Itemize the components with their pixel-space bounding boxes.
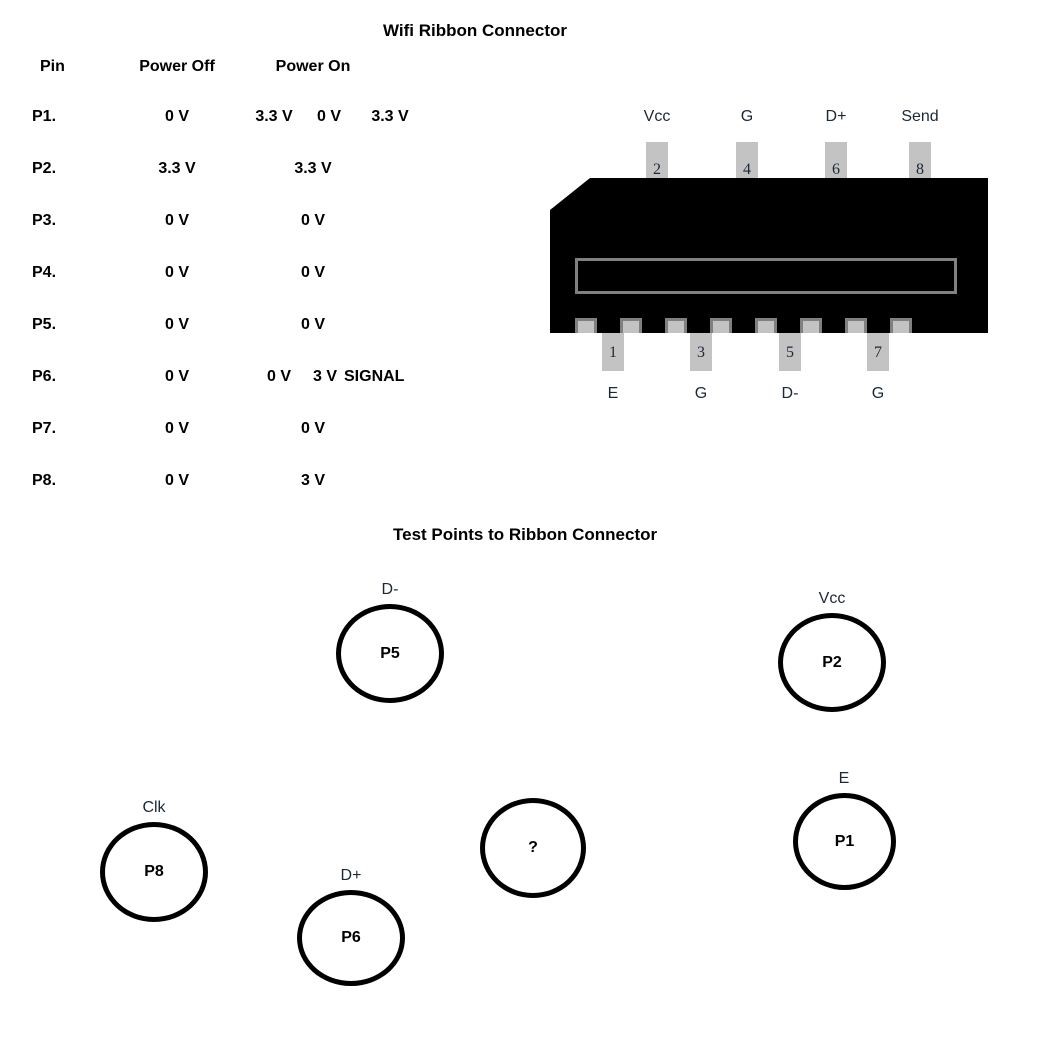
column-header-power-off: Power Off (139, 58, 215, 75)
test-point-label-p6: D+ (340, 867, 362, 884)
pin-tab-7: 7 (867, 325, 889, 371)
contact-tab-5 (755, 318, 777, 333)
test-point-name-p8: P8 (144, 863, 164, 880)
cell-power-off: 0 V (164, 420, 189, 437)
test-point-name-p6: P6 (341, 929, 361, 946)
test-point-label-p8: Clk (142, 799, 166, 816)
test-point-circle-p6[interactable]: P6 (297, 890, 405, 986)
cell-power-off: 0 V (164, 316, 189, 333)
cell-pin: P1. (32, 108, 57, 125)
pin-tab-8: 8 (909, 142, 931, 186)
test-point-circle-p1[interactable]: P1 (793, 793, 896, 890)
cell-power-off: 0 V (164, 472, 189, 489)
contact-tab-4 (710, 318, 732, 333)
pin-label-5: D- (781, 385, 799, 402)
cell-power-on: 0 V (300, 316, 325, 333)
pin-label-4: G (740, 108, 754, 125)
cell-power-off: 3.3 V (158, 160, 196, 177)
table-header-row: Pin Power Off Power On (32, 58, 492, 108)
cell-pin: P5. (32, 316, 57, 333)
cell-pin: P6. (32, 368, 57, 385)
table-row: P7. 0 V 0 V (32, 420, 492, 472)
cell-power-on: 0 V (300, 264, 325, 281)
cell-power-on: 3.3 V (255, 108, 293, 125)
cell-power-on: 3 V (300, 472, 325, 489)
connector-slot-outline (575, 258, 957, 294)
contact-tab-1 (575, 318, 597, 333)
pin-label-3: G (694, 385, 708, 402)
test-point-circle-p5[interactable]: P5 (336, 604, 444, 703)
table-row: P5. 0 V 0 V (32, 316, 492, 368)
pin-label-1: E (607, 385, 619, 402)
table-row: P1. 0 V 3.3 V 0 V 3.3 V (32, 108, 492, 160)
table-row: P6. 0 V 0 V 3 V SIGNAL (32, 368, 492, 420)
cell-pin: P8. (32, 472, 57, 489)
pin-label-6: D+ (825, 108, 847, 125)
cell-power-off: 0 V (164, 368, 189, 385)
pin-label-2: Vcc (643, 108, 671, 125)
pin-tab-3: 3 (690, 325, 712, 371)
pin-tab-2: 2 (646, 142, 668, 186)
page-title: Wifi Ribbon Connector (383, 21, 567, 40)
test-point-circle-p8[interactable]: P8 (100, 822, 208, 922)
cell-power-on-extra-1: 3 V (312, 368, 337, 385)
cell-power-off: 0 V (164, 264, 189, 281)
voltage-table: Pin Power Off Power On P1. 0 V 3.3 V 0 V… (32, 58, 492, 524)
ribbon-connector-diagram: Vcc G D+ Send 2 4 6 8 1 3 5 7 E G D- G (540, 100, 1010, 420)
test-point-name-p2: P2 (822, 653, 842, 671)
contact-tab-8 (890, 318, 912, 333)
pin-label-7: G (871, 385, 885, 402)
table-row: P4. 0 V 0 V (32, 264, 492, 316)
cell-power-on-extra-1: 0 V (316, 108, 341, 125)
pin-tab-5: 5 (779, 325, 801, 371)
test-point-name-p5: P5 (380, 644, 400, 662)
column-header-pin: Pin (40, 58, 65, 75)
section-title-test-points: Test Points to Ribbon Connector (393, 525, 658, 544)
cell-power-on: 0 V (300, 212, 325, 229)
test-point-circle-p2[interactable]: P2 (778, 613, 886, 712)
test-point-name-unknown: ? (528, 839, 538, 856)
pin-label-8: Send (901, 108, 939, 125)
pin-tab-4: 4 (736, 142, 758, 186)
test-point-name-p1: P1 (834, 832, 855, 850)
cell-power-off: 0 V (164, 212, 189, 229)
test-point-label-p1: E (838, 770, 850, 787)
contact-tab-2 (620, 318, 642, 333)
test-point-circle-unknown[interactable]: ? (480, 798, 586, 898)
cell-power-on-extra-2: 3.3 V (371, 108, 409, 125)
column-header-power-on: Power On (275, 58, 351, 75)
contact-tab-3 (665, 318, 687, 333)
test-point-label-p2: Vcc (818, 590, 846, 607)
table-row: P8. 0 V 3 V (32, 472, 492, 524)
table-row: P2. 3.3 V 3.3 V (32, 160, 492, 212)
cell-pin: P4. (32, 264, 57, 281)
table-row: P3. 0 V 0 V (32, 212, 492, 264)
pin-tab-6: 6 (825, 142, 847, 186)
connector-body-shape (550, 178, 988, 333)
pin-tab-1: 1 (602, 325, 624, 371)
cell-power-on: 0 V (266, 368, 291, 385)
test-point-label-p5: D- (381, 581, 399, 598)
cell-pin: P3. (32, 212, 57, 229)
cell-pin: P7. (32, 420, 57, 437)
cell-pin: P2. (32, 160, 57, 177)
cell-power-on: 3.3 V (294, 160, 332, 177)
cell-power-on: 0 V (300, 420, 325, 437)
contact-tab-7 (845, 318, 867, 333)
contact-tab-6 (800, 318, 822, 333)
cell-power-on-extra-2: SIGNAL (344, 368, 405, 385)
cell-power-off: 0 V (164, 108, 189, 125)
